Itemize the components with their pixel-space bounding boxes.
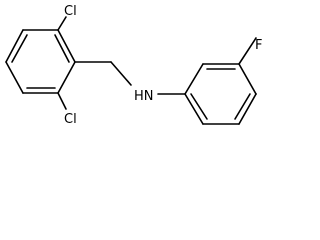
c-cl-bond-bottom	[57, 92, 67, 110]
molecule-structure: Cl Cl HN F	[5, 4, 262, 127]
ring-bond	[57, 29, 76, 63]
ring-double-bond	[54, 34, 70, 63]
ring-bond	[238, 93, 257, 125]
chlorine-bottom-label: Cl	[64, 112, 77, 127]
ring-double-bond	[190, 93, 208, 120]
ring-bond	[5, 61, 24, 94]
dichlorophenyl-ring	[5, 29, 76, 94]
c-cl-bond-top	[57, 16, 67, 31]
amine-label: HN	[134, 89, 154, 104]
fluorophenyl-ring	[184, 63, 257, 125]
ring-bond	[5, 29, 24, 63]
ring-bond	[184, 93, 204, 125]
ring-double-bond	[234, 93, 251, 120]
chlorine-top-label: Cl	[64, 4, 77, 19]
ring-bond	[184, 63, 204, 95]
ring-double-bond	[11, 34, 28, 63]
c-f-bond	[238, 37, 257, 65]
ring-bond	[57, 61, 76, 94]
ch2-n-bond	[110, 61, 132, 86]
ring-bond	[238, 63, 257, 95]
fluorine-label: F	[255, 38, 262, 53]
structure-diagram: Cl Cl HN F	[5, 4, 262, 127]
